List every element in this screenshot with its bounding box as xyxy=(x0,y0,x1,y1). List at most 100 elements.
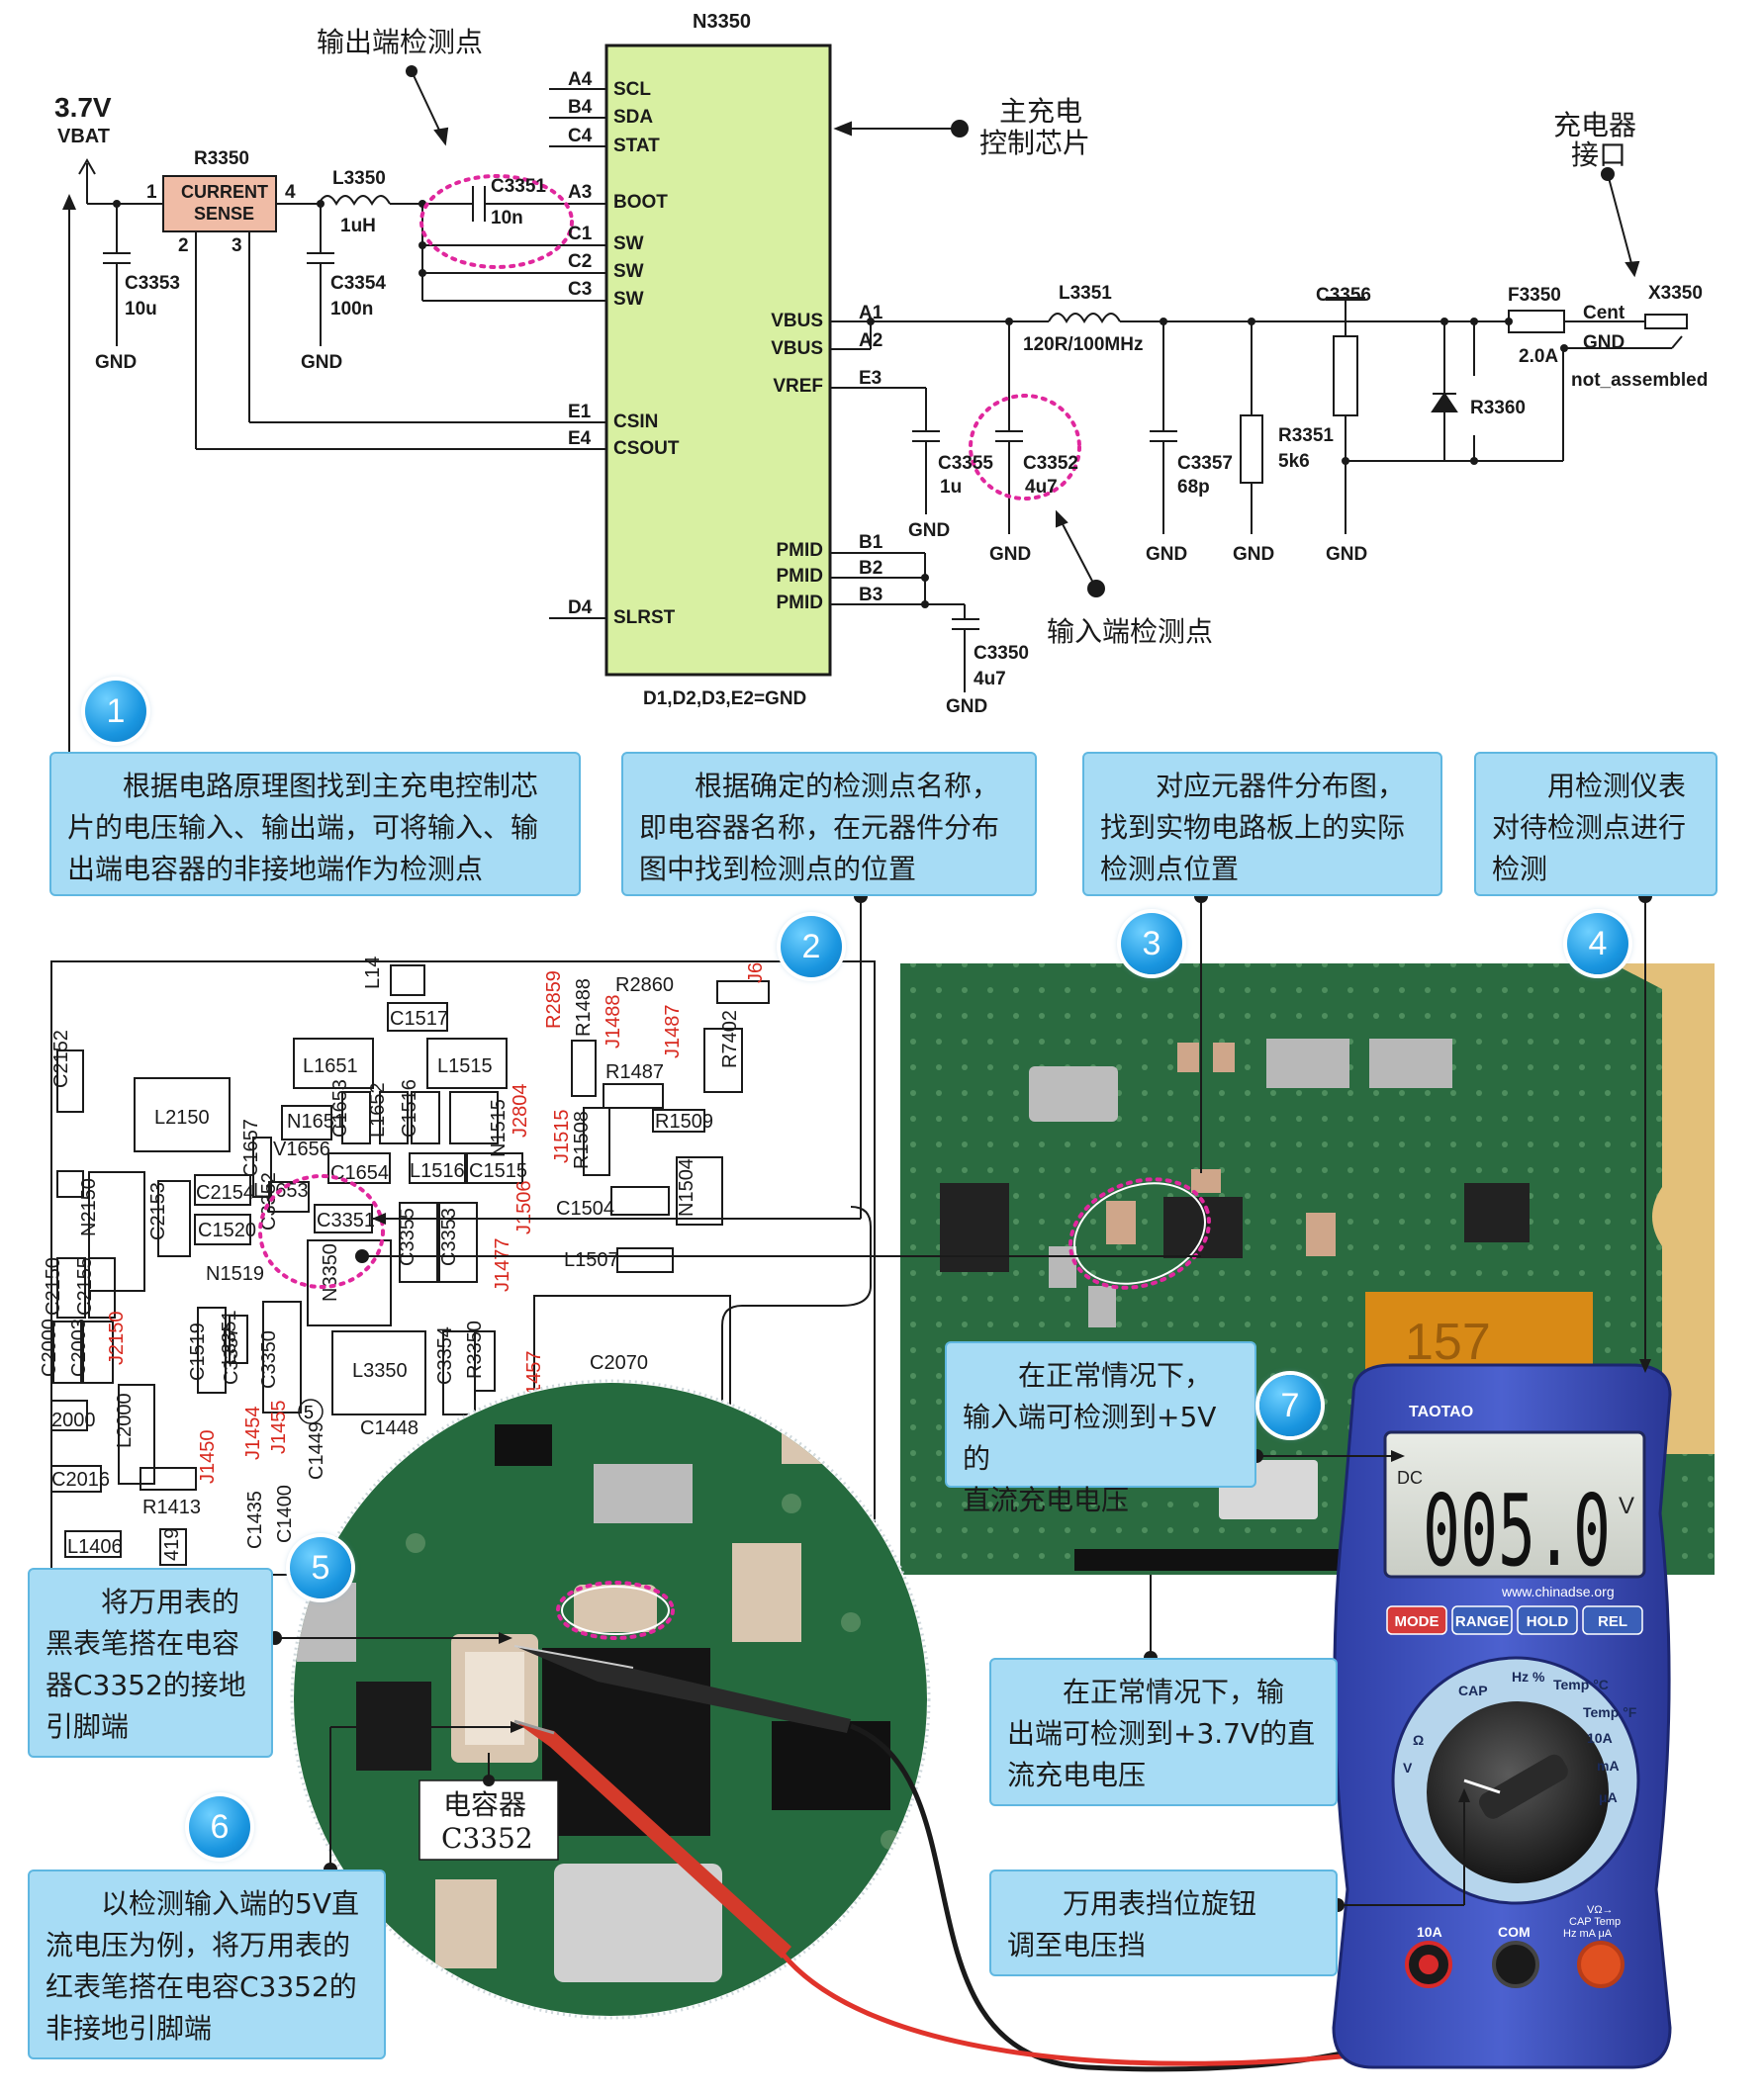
layout-label-c1654: C1654 xyxy=(330,1162,389,1184)
gnd-7: GND xyxy=(1326,544,1367,565)
step5-box: 将万用表的 黑表笔搭在电容 器C3352的接地 引脚端 xyxy=(28,1568,273,1758)
pin-ext-e4: E4 xyxy=(568,428,592,449)
layout-label-n1519: N1519 xyxy=(206,1263,264,1285)
chip-pin-boot-3: BOOT xyxy=(613,192,668,213)
step7-line3: 直流充电电压 xyxy=(963,1484,1130,1516)
layout-label-c1657: C1657 xyxy=(240,1119,262,1177)
magnifier-closeup: 电容器 C3352 xyxy=(290,1379,931,2020)
layout-label-n1651: N1651 xyxy=(287,1111,345,1133)
c3357-value: 68p xyxy=(1177,477,1210,498)
hold-button[interactable] xyxy=(1517,1605,1578,1635)
layout-label-l1515: L1515 xyxy=(437,1055,493,1077)
layout-label-l2000: L2000 xyxy=(114,1393,136,1448)
gnd-1: GND xyxy=(95,352,137,373)
chip-n3350 xyxy=(604,44,832,677)
layout-label-c1515: C1515 xyxy=(469,1160,527,1182)
l3351-value: 120R/100MHz xyxy=(1023,334,1143,355)
step2-line1: 根据确定的检测点名称， xyxy=(639,770,1000,802)
step6-line1: 以检测输入端的5V直 xyxy=(46,1887,359,1920)
layout-label-l1507: L1507 xyxy=(564,1249,619,1271)
layout-label-c2016: C2016 xyxy=(51,1469,110,1491)
layout-label-j1454: J1454 xyxy=(242,1407,264,1461)
mode-button[interactable] xyxy=(1386,1605,1447,1635)
pin-ext-a4: A4 xyxy=(568,69,593,90)
leader-lines xyxy=(275,896,1646,1906)
c3350-value: 4u7 xyxy=(974,669,1006,689)
rel-button[interactable] xyxy=(1582,1605,1643,1635)
layout-label-c2154: C2154 xyxy=(196,1182,254,1204)
multimeter-lcd xyxy=(1383,1430,1646,1579)
layout-label-c2000: C2000 xyxy=(39,1319,60,1377)
layout-label-c1449: C1449 xyxy=(306,1421,327,1480)
schematic xyxy=(78,44,1688,692)
chip-pin-sw-4: SW xyxy=(613,233,644,254)
step7-line2: 输入端可检测到+5V的 xyxy=(963,1401,1217,1475)
layout-label-j2150: J2150 xyxy=(106,1312,128,1366)
step5-line4: 引脚端 xyxy=(46,1710,130,1743)
gnd-connector: GND xyxy=(1583,332,1625,353)
chip-pin-scl-0: SCL xyxy=(613,79,651,100)
layout-label-l1652: L1652 xyxy=(367,1082,389,1138)
c3352-label: C3352 xyxy=(1023,453,1078,474)
dial-note-line1: 万用表挡位旋钮 xyxy=(1007,1887,1257,1920)
c3353-value: 10u xyxy=(125,299,157,319)
pin-ext-a2: A2 xyxy=(859,330,882,351)
layout-label-c3352: C3352 xyxy=(258,1172,280,1231)
layout-circled-5: 5 xyxy=(304,1403,314,1422)
capacitor-callout-1: 电容器 xyxy=(443,1788,526,1821)
jack-v-label-1: VΩ→ xyxy=(1587,1904,1614,1916)
pin-1: 1 xyxy=(146,182,157,203)
step-badge-5: 5 xyxy=(290,1537,351,1598)
step4-line3: 检测 xyxy=(1492,853,1548,885)
step1-box: 根据电路原理图找到主充电控制芯 片的电压输入、输出端，可将输入、输 出端电容器的… xyxy=(49,752,581,896)
c3353-label: C3353 xyxy=(125,273,180,294)
r3351-label: R3351 xyxy=(1278,425,1334,446)
gnd-8: GND xyxy=(946,696,987,717)
pin-4: 4 xyxy=(285,182,296,203)
layout-label-v1656: V1656 xyxy=(273,1139,330,1160)
layout-label-j6: J6 xyxy=(745,962,767,983)
gnd-4: GND xyxy=(989,544,1031,565)
output-note-line2: 出端可检测到+3.7V的直 xyxy=(1007,1717,1316,1750)
layout-label-r7402: R7402 xyxy=(719,1010,741,1068)
layout-label-r2860: R2860 xyxy=(615,974,674,996)
layout-label-j1488: J1488 xyxy=(603,995,624,1049)
pin-3: 3 xyxy=(232,235,242,256)
step4-box: 用检测仪表 对待检测点进行 检测 xyxy=(1474,752,1718,896)
dial-label-1: Hz % xyxy=(1512,1669,1545,1685)
jack-v[interactable] xyxy=(1577,1941,1625,1988)
lcd-unit: V xyxy=(1619,1493,1634,1519)
chip-pin-pmid-5: PMID xyxy=(777,593,824,613)
layout-label-j1506: J1506 xyxy=(513,1181,535,1235)
step3-line2: 找到实物电路板上的实际 xyxy=(1100,811,1406,844)
layout-label-j1477: J1477 xyxy=(492,1238,513,1293)
pin-ext-b4: B4 xyxy=(568,97,593,118)
current-sense-1: CURRENT xyxy=(181,182,268,202)
gnd-2: GND xyxy=(301,352,342,373)
jack-com[interactable] xyxy=(1492,1941,1539,1988)
input-point-label: 输入端检测点 xyxy=(1047,615,1213,648)
jack-v-label-2: CAP Temp xyxy=(1569,1916,1621,1928)
dial-label-5: mA xyxy=(1597,1758,1620,1774)
output-note-line1: 在正常情况下，输 xyxy=(1007,1676,1285,1708)
layout-label-l1406: L1406 xyxy=(67,1536,123,1558)
step4-line1: 用检测仪表 xyxy=(1492,770,1687,802)
layout-label-c2152: C2152 xyxy=(50,1030,72,1088)
chip-pin-stat-2: STAT xyxy=(613,136,660,156)
layout-label-r1509: R1509 xyxy=(655,1111,713,1133)
range-button[interactable] xyxy=(1451,1605,1513,1635)
charger-label-2: 接口 xyxy=(1571,138,1626,171)
step-badge-7: 7 xyxy=(1259,1375,1321,1436)
step-badge-3: 3 xyxy=(1121,913,1182,974)
output-note-box: 在正常情况下，输 出端可检测到+3.7V的直 流充电电压 xyxy=(989,1658,1338,1806)
c3351-value: 10n xyxy=(491,208,523,228)
gnd-3: GND xyxy=(908,520,950,541)
pin-ext-e1: E1 xyxy=(568,402,592,422)
current-sense-resistor xyxy=(162,175,277,232)
dial-note-box: 万用表挡位旋钮 调至电压挡 xyxy=(989,1870,1338,1976)
chip-pin-sda-1: SDA xyxy=(613,107,653,128)
c3354-label: C3354 xyxy=(330,273,386,294)
pin-ext-e3: E3 xyxy=(859,368,882,389)
